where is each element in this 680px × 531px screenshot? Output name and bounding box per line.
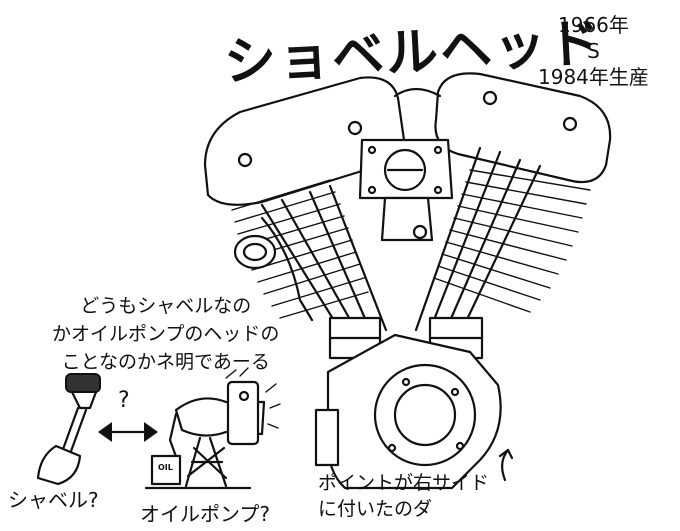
shovel-label: シャベル? xyxy=(8,488,99,512)
production-years: 1966年 S 1984年生産 xyxy=(538,12,649,90)
caption-line-3: ことなのかネ明であーる xyxy=(61,351,270,373)
exhaust-port xyxy=(233,234,277,270)
left-rocker-cover xyxy=(203,76,406,206)
right-cylinder-fins xyxy=(433,169,591,313)
right-rocker-cover xyxy=(434,72,612,184)
point-note-line-1: ポイントが右サイド xyxy=(318,472,490,494)
pushrod-tubes xyxy=(260,146,542,332)
double-arrow xyxy=(98,422,158,442)
carburetor xyxy=(358,138,454,242)
point-note-line-2: に付いたのダ xyxy=(318,498,433,520)
caption-line-1: どうもシャベルなの xyxy=(80,295,252,317)
crankcase xyxy=(314,333,502,490)
year-start: 1966年 xyxy=(558,13,629,37)
year-end: 1984年生産 xyxy=(538,65,649,89)
oil-line xyxy=(393,87,442,98)
oil-can-label: OIL xyxy=(158,463,173,472)
question-mark: ? xyxy=(118,388,130,413)
point-note: ポイントが右サイド に付いたのダ xyxy=(318,470,489,522)
caption-line-2: かオイルポンプのヘッドの xyxy=(52,323,280,345)
oil-pump-label: オイルポンプ? xyxy=(140,502,271,526)
year-tilde: S xyxy=(587,39,600,63)
oil-tube xyxy=(260,216,314,322)
oil-pump-drawing xyxy=(144,367,281,490)
caption-text: どうもシャベルなの かオイルポンプのヘッドの ことなのかネ明であーる xyxy=(52,292,279,376)
shovel-drawing xyxy=(36,373,101,486)
